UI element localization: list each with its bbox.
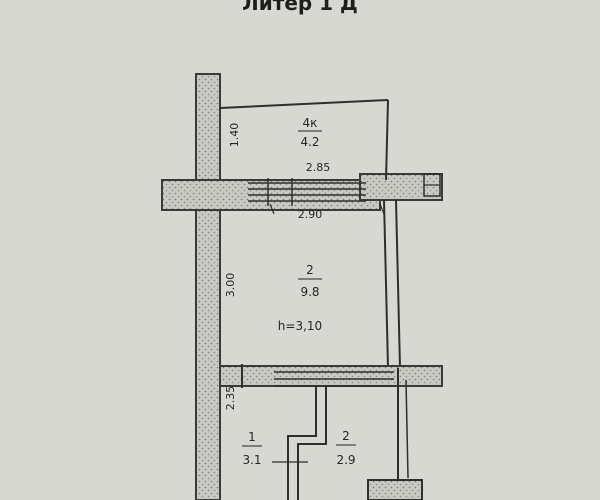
room-1: 1 3.1 bbox=[242, 430, 262, 467]
left-wall bbox=[195, 73, 221, 500]
room-2-ceiling-height: h=3,10 bbox=[278, 319, 322, 333]
dim-room1-height: 2.35 bbox=[224, 386, 237, 411]
room-1-area: 3.1 bbox=[242, 453, 261, 467]
room-1-number: 1 bbox=[248, 430, 256, 444]
room-2: 2 9.8 h=3,10 bbox=[278, 263, 322, 333]
dim-room4-height: 1.40 bbox=[228, 123, 241, 148]
room-4: 4к 4.2 bbox=[298, 116, 322, 149]
window-top bbox=[248, 178, 366, 206]
dim-room2-height: 3.00 bbox=[224, 273, 237, 298]
room-2b-number: 2 bbox=[342, 429, 350, 443]
room-2b: 2 2.9 bbox=[336, 429, 356, 467]
room-2-number: 2 bbox=[306, 263, 314, 277]
room-2-area: 9.8 bbox=[300, 285, 319, 299]
room-4-walls bbox=[219, 99, 389, 181]
window-bottom bbox=[274, 371, 394, 387]
room-4-area: 4.2 bbox=[300, 135, 319, 149]
room-2-walls bbox=[383, 199, 401, 369]
bottom-right-box bbox=[367, 479, 423, 500]
dim-top-width: 2.85 bbox=[306, 161, 331, 174]
plan-title: Литер 1 Д bbox=[242, 0, 358, 15]
lower-wall bbox=[219, 365, 443, 387]
room-2b-area: 2.9 bbox=[336, 453, 355, 467]
partition-wall bbox=[287, 386, 327, 500]
room-4-number: 4к bbox=[303, 116, 318, 130]
dim-room2-width: 2.90 bbox=[298, 208, 323, 221]
